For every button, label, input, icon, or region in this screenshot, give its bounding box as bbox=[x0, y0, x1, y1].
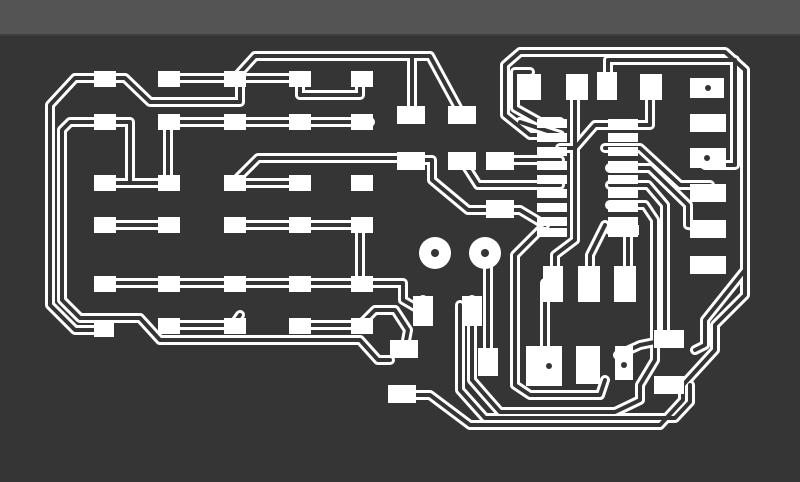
pad[interactable] bbox=[224, 175, 246, 191]
ic-pad[interactable] bbox=[537, 228, 567, 237]
pad[interactable] bbox=[614, 266, 636, 302]
pad[interactable] bbox=[351, 175, 373, 191]
pad[interactable] bbox=[94, 276, 116, 292]
pad[interactable] bbox=[597, 72, 617, 100]
pad[interactable] bbox=[289, 175, 311, 191]
ic-pad[interactable] bbox=[608, 161, 638, 170]
pad[interactable] bbox=[351, 276, 373, 292]
pad-holes bbox=[546, 85, 711, 369]
ic-pad[interactable] bbox=[537, 133, 567, 142]
pad[interactable] bbox=[224, 276, 246, 292]
pad[interactable] bbox=[576, 346, 600, 384]
pad[interactable] bbox=[158, 71, 180, 87]
pad[interactable] bbox=[351, 114, 373, 130]
pad[interactable] bbox=[578, 266, 600, 302]
pad[interactable] bbox=[654, 376, 684, 394]
pcb-layout[interactable] bbox=[0, 36, 800, 482]
pad[interactable] bbox=[486, 152, 514, 170]
ic-pad[interactable] bbox=[537, 217, 567, 226]
ic-pad[interactable] bbox=[608, 203, 638, 212]
pad[interactable] bbox=[94, 321, 114, 337]
toolbar bbox=[0, 0, 800, 36]
pad[interactable] bbox=[351, 318, 373, 334]
pad[interactable] bbox=[543, 266, 563, 302]
ic-pad[interactable] bbox=[537, 147, 567, 156]
pad[interactable] bbox=[94, 217, 116, 233]
connector-pad[interactable] bbox=[690, 114, 726, 132]
pad[interactable] bbox=[158, 318, 180, 334]
pad[interactable] bbox=[519, 74, 541, 100]
pad[interactable] bbox=[289, 217, 311, 233]
ic-pad[interactable] bbox=[537, 161, 567, 170]
ic-pad[interactable] bbox=[608, 217, 638, 226]
ic-pad[interactable] bbox=[608, 189, 638, 198]
pad[interactable] bbox=[158, 114, 180, 130]
pad[interactable] bbox=[397, 106, 425, 124]
pad[interactable] bbox=[478, 348, 498, 376]
pad[interactable] bbox=[611, 225, 639, 235]
ic-pad[interactable] bbox=[537, 189, 567, 198]
pad[interactable] bbox=[390, 340, 418, 358]
pad[interactable] bbox=[448, 106, 476, 124]
pcb-canvas[interactable] bbox=[0, 36, 800, 482]
pad[interactable] bbox=[566, 74, 588, 100]
pad[interactable] bbox=[94, 175, 116, 191]
pad[interactable] bbox=[289, 71, 311, 87]
pads bbox=[94, 71, 726, 403]
pad[interactable] bbox=[158, 276, 180, 292]
pad[interactable] bbox=[351, 71, 373, 87]
connector-pad[interactable] bbox=[690, 220, 726, 238]
pad[interactable] bbox=[224, 318, 246, 334]
pad[interactable] bbox=[388, 385, 416, 403]
pad[interactable] bbox=[224, 71, 246, 87]
pad[interactable] bbox=[158, 217, 180, 233]
ic-pad[interactable] bbox=[537, 175, 567, 184]
connector-pad[interactable] bbox=[690, 256, 726, 274]
pad[interactable] bbox=[526, 346, 562, 386]
pad[interactable] bbox=[289, 114, 311, 130]
pad[interactable] bbox=[654, 330, 684, 348]
pad[interactable] bbox=[413, 296, 433, 326]
pad[interactable] bbox=[462, 296, 482, 326]
pad[interactable] bbox=[94, 71, 116, 87]
ic-pad[interactable] bbox=[608, 175, 638, 184]
ic-pad[interactable] bbox=[608, 119, 638, 128]
ic-pad[interactable] bbox=[608, 133, 638, 142]
ic-pad[interactable] bbox=[537, 203, 567, 212]
ic-pad[interactable] bbox=[537, 119, 567, 128]
pad[interactable] bbox=[397, 152, 425, 170]
mounting-holes bbox=[419, 237, 501, 269]
pad[interactable] bbox=[640, 74, 662, 100]
pad[interactable] bbox=[486, 200, 514, 218]
pad[interactable] bbox=[289, 318, 311, 334]
pad[interactable] bbox=[448, 152, 476, 170]
pad[interactable] bbox=[289, 276, 311, 292]
pad[interactable] bbox=[224, 217, 246, 233]
ic-pad[interactable] bbox=[608, 147, 638, 156]
pad[interactable] bbox=[351, 217, 373, 233]
toolbar-divider bbox=[0, 34, 800, 36]
pad[interactable] bbox=[158, 175, 180, 191]
connector-pad[interactable] bbox=[690, 184, 726, 202]
pad[interactable] bbox=[224, 114, 246, 130]
pad[interactable] bbox=[94, 114, 116, 130]
